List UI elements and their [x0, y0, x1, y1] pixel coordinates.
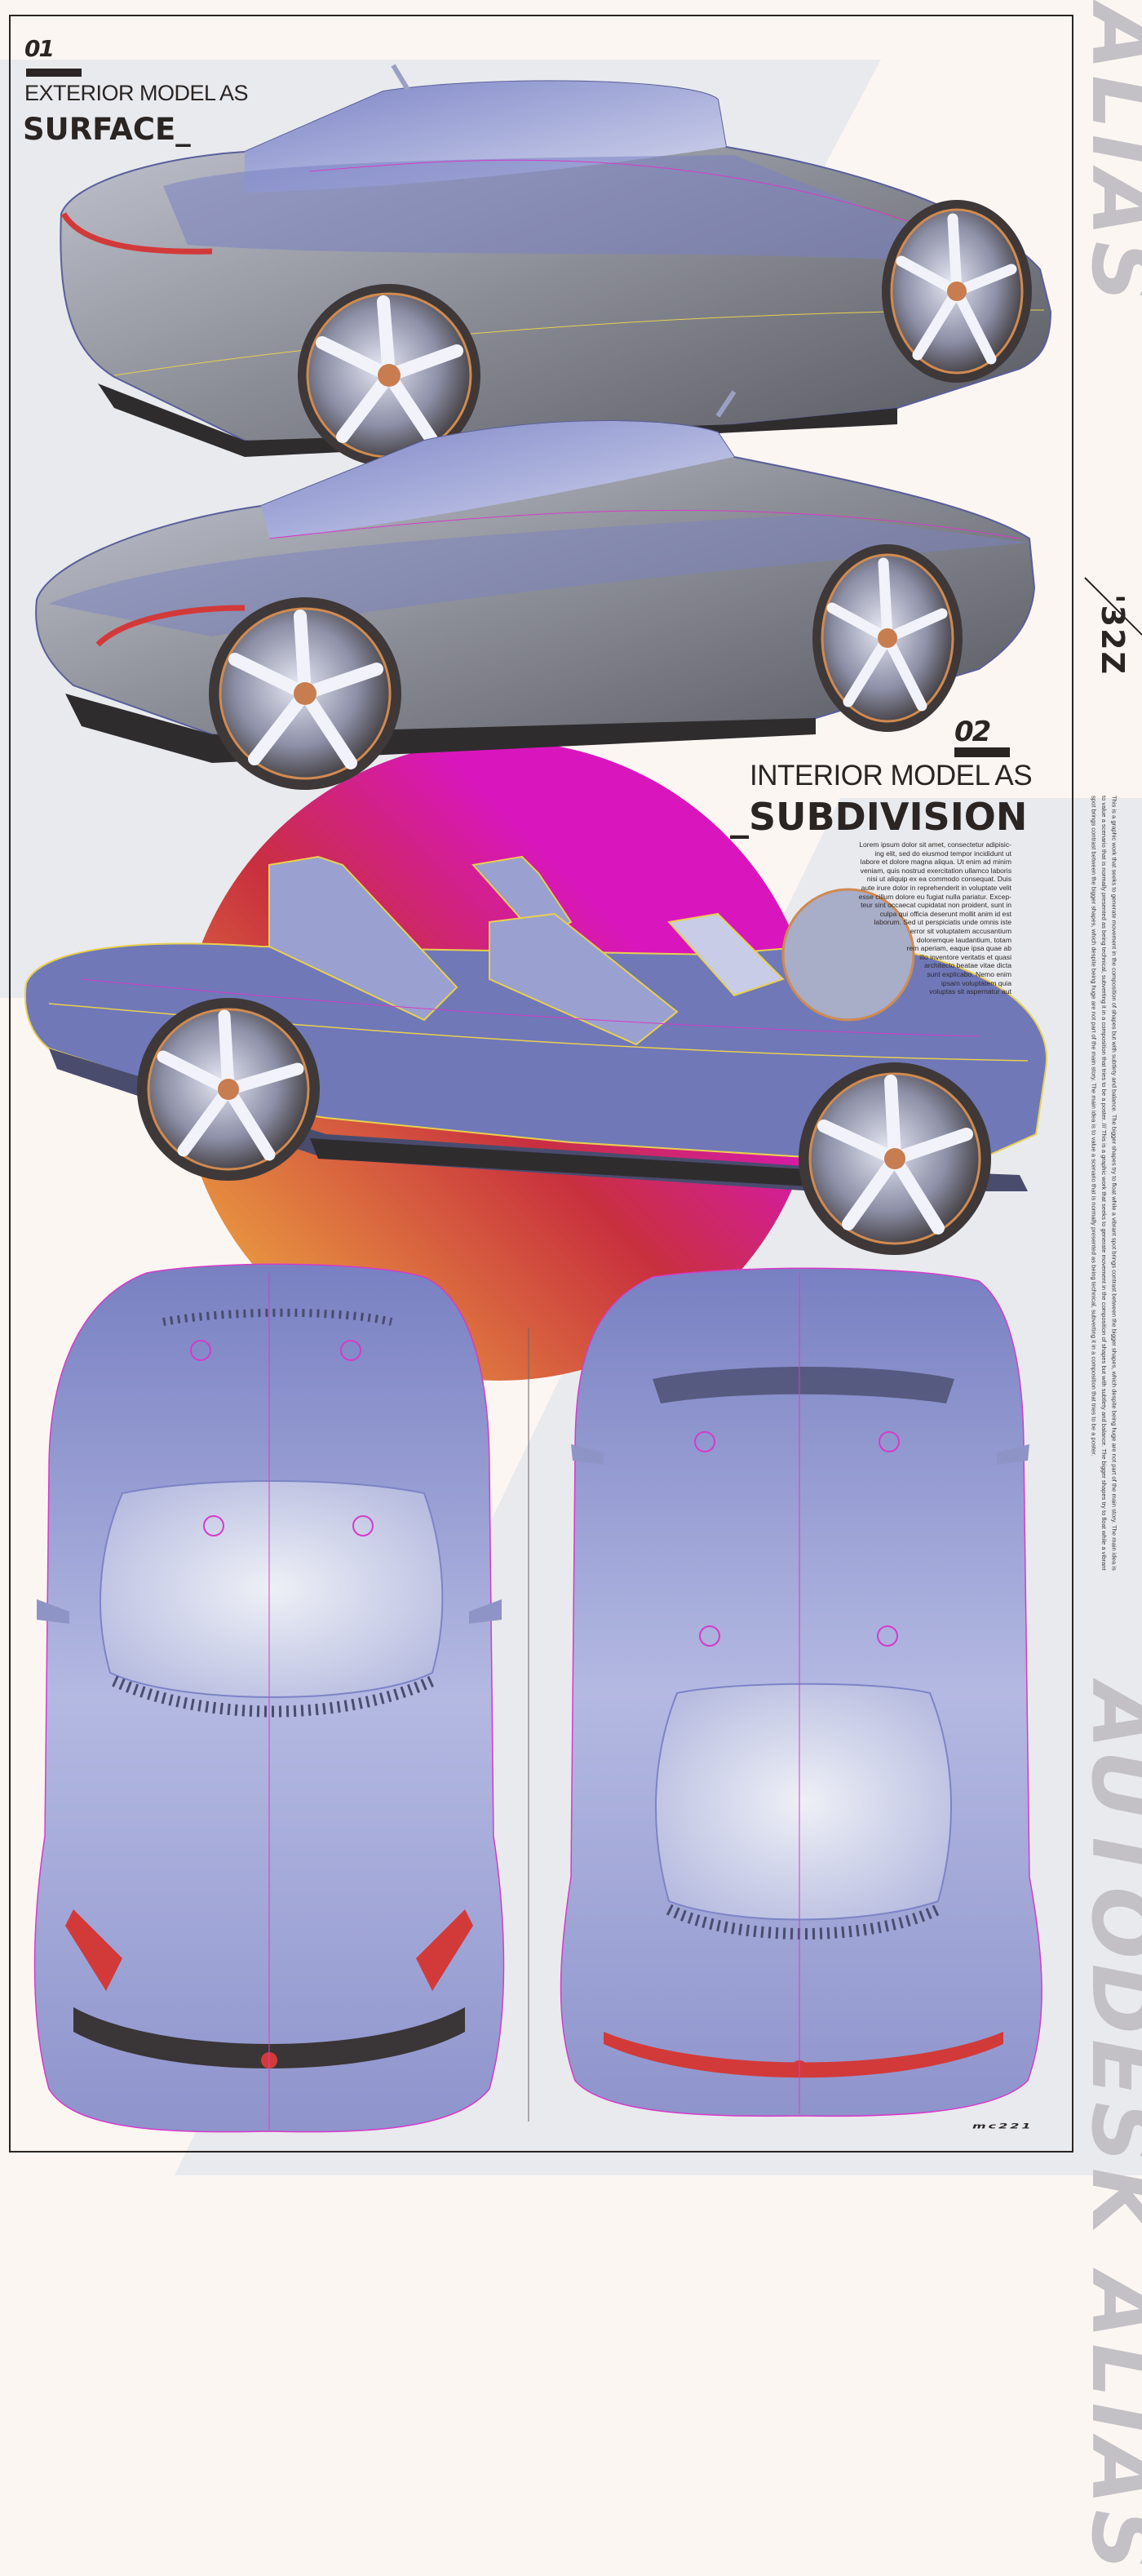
body-line: teur sint occaecat cupidatat non proiden…	[848, 901, 1011, 910]
year-tag: '32Z	[1097, 594, 1128, 676]
section-title-surface: SURFACE_	[23, 114, 191, 144]
body-line: aute irure dolor in reprehenderit in vol…	[848, 884, 1011, 893]
body-line: illo inventore veritatis et quasi	[848, 953, 1011, 962]
body-line: sunt explicabo. Nemo enim	[848, 970, 1011, 979]
section-bar-01	[26, 69, 82, 77]
wheel-front	[882, 200, 1032, 383]
body-line: rem aperiam, eaque ipsa quae ab	[848, 944, 1011, 953]
body-line: veniam, quis nostrud exercitation ullamc…	[848, 867, 1011, 876]
body-line: esse cillum dolore eu fugiat nulla paria…	[848, 893, 1011, 902]
wheel-front	[799, 1062, 991, 1255]
description-line: spot brings contrast between the bigger …	[1088, 796, 1099, 1571]
section-bar-02	[954, 747, 1010, 757]
artist-signature: mc221	[972, 2122, 1034, 2130]
wheel-front	[209, 597, 401, 790]
brand-text-bottom: AUTODESK ALIAS	[1080, 1683, 1142, 2576]
body-line: Lorem ipsum dolor sit amet, consectetur …	[848, 840, 1011, 849]
car-top-view-front	[35, 1264, 504, 2131]
body-line: error sit voluptatem accusantium	[848, 927, 1011, 936]
section-body-text: Lorem ipsum dolor sit amet, consectetur …	[848, 840, 1011, 996]
wheel-rear	[137, 998, 320, 1181]
section-heading-interior: INTERIOR MODEL AS	[750, 761, 1032, 790]
wheel-rear	[812, 544, 963, 732]
section-number-01: 01	[24, 38, 53, 60]
section-heading-exterior: EXTERIOR MODEL AS	[24, 82, 248, 104]
poster-artwork	[0, 0, 1142, 2175]
body-line: doloremque laudantium, totam	[848, 936, 1011, 945]
body-line: ipsam voluptatem quia	[848, 979, 1011, 988]
description-line: to value a scenario that is normally pre…	[1099, 796, 1109, 1571]
section-number-02: 02	[954, 718, 989, 746]
sidebar-description: This is a graphic work that seeks to gen…	[1088, 796, 1119, 1571]
brand-text-top: AUTODESK ALIAS	[1080, 0, 1142, 308]
body-line: architecto beatae vitae dicta	[848, 961, 1011, 970]
body-line: ing elit, sed do eiusmod tempor incididu…	[848, 849, 1011, 858]
body-line: labore et dolore magna aliqua. Ut enim a…	[848, 858, 1011, 867]
body-line: nisi ut aliquip ex ea commodo consequat.…	[848, 875, 1011, 884]
body-line: culpa qui officia deserunt mollit anim i…	[848, 910, 1011, 919]
body-line: voluptas sit aspernatur aut	[848, 987, 1011, 996]
section-title-subdivision: _SUBDIVISION	[730, 798, 1027, 836]
description-line: This is a graphic work that seeks to gen…	[1109, 796, 1119, 1571]
body-line: laborum. Sed ut perspiciatis unde omnis …	[848, 918, 1011, 927]
